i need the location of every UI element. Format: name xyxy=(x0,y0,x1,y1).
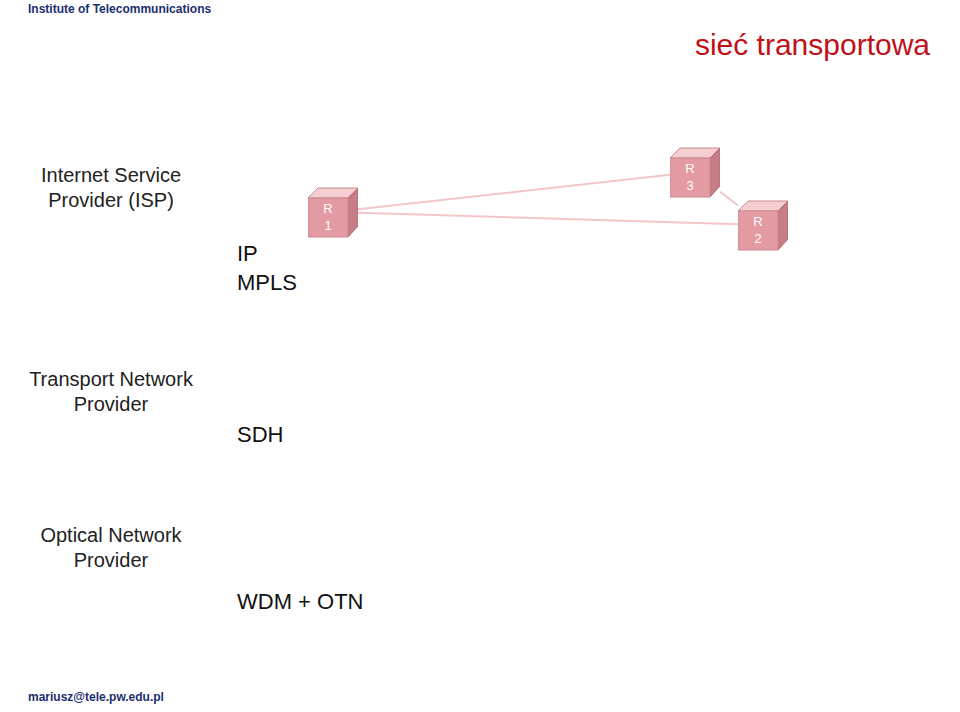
sdh-rings xyxy=(308,345,775,417)
layer-divider xyxy=(62,304,930,307)
router-label: R 1 xyxy=(320,200,336,234)
plate-top xyxy=(200,150,944,293)
plate-shape xyxy=(200,310,945,456)
router-box: R 2 xyxy=(738,199,788,251)
layer-name: MPLS xyxy=(237,271,297,295)
plate-rim xyxy=(333,150,944,293)
institute-name: Institute of Telecommunications xyxy=(28,2,211,16)
cube-side xyxy=(778,201,788,250)
layer-caption: Internet Service Provider (ISP) xyxy=(25,163,197,213)
router-cube xyxy=(738,199,788,251)
plate-side xyxy=(812,478,944,622)
plate-side xyxy=(812,122,944,270)
layer-plate: IP R 1 R 3 R 2 xyxy=(200,120,945,270)
plate-top xyxy=(200,478,944,615)
router-box: R 1 xyxy=(308,186,358,238)
layer-plate: SDH xyxy=(200,310,945,456)
layer-name: WDM + OTN xyxy=(237,590,364,614)
plate-top xyxy=(200,312,944,449)
router-cube xyxy=(670,146,720,198)
plate-front xyxy=(200,449,812,456)
cube-side xyxy=(348,188,358,237)
plate-side xyxy=(812,312,944,456)
cube-side xyxy=(710,148,720,197)
plate-side xyxy=(812,150,944,300)
plate-front xyxy=(200,263,812,270)
router-label: R 3 xyxy=(682,160,698,194)
layer-name: SDH xyxy=(237,423,283,447)
plate-top xyxy=(200,122,944,263)
slide-title: sieć transportowa xyxy=(695,28,930,62)
plate-rim xyxy=(333,312,944,449)
wdm-rings xyxy=(416,494,632,593)
author-email: mariusz@tele.pw.edu.pl xyxy=(28,690,164,704)
router-cube xyxy=(308,186,358,238)
router-link xyxy=(720,191,738,205)
router-link xyxy=(358,175,670,209)
layer-name: IP xyxy=(237,242,258,266)
plate-rim xyxy=(333,478,944,615)
plate-front xyxy=(200,615,812,622)
layer-caption: Transport Network Provider xyxy=(25,367,197,417)
cube-front xyxy=(670,158,710,197)
cube-front xyxy=(738,211,778,250)
plate-rim xyxy=(333,122,944,263)
router-box: R 3 xyxy=(670,146,720,198)
layer-divider xyxy=(62,464,930,467)
router-label: R 2 xyxy=(750,213,766,247)
layer-caption: Optical Network Provider xyxy=(25,523,197,573)
layer-plate: WDM + OTN xyxy=(200,476,945,622)
router-link xyxy=(358,213,738,224)
cube-front xyxy=(308,198,348,237)
institute-logo xyxy=(4,14,62,80)
